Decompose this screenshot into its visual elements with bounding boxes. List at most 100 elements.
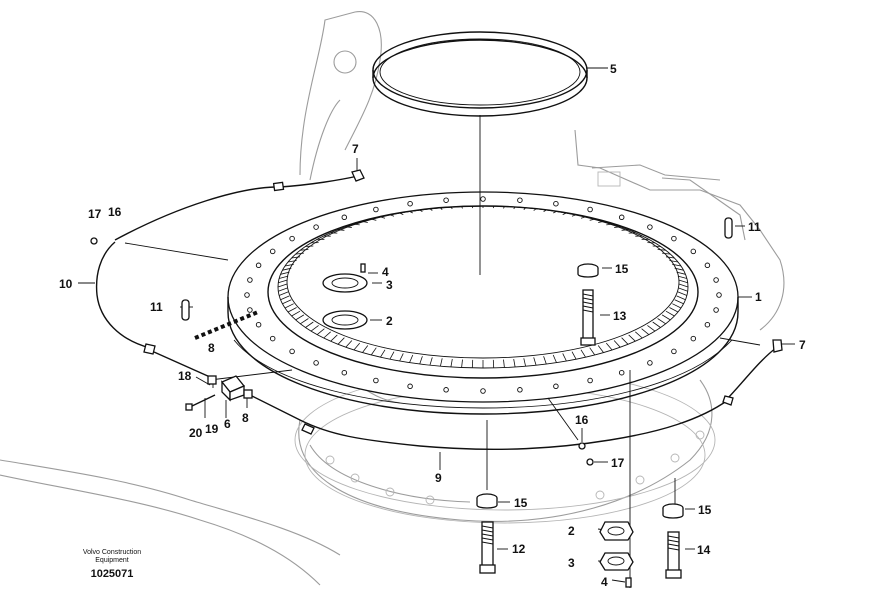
gear-tooth [399, 353, 404, 362]
gear-tooth [287, 307, 297, 313]
gear-tooth [678, 283, 689, 288]
callout-14: 14 [697, 543, 711, 557]
gear-tooth [605, 342, 613, 351]
gear-tooth [661, 314, 671, 321]
gear-tooth [635, 331, 643, 339]
flange-bolt-hole [671, 348, 677, 355]
flange-bolt-hole [587, 377, 593, 384]
gear-tooth [678, 287, 688, 292]
callout-7: 7 [352, 142, 359, 156]
callout-1: 1 [755, 290, 762, 304]
gear-tooth [330, 334, 338, 342]
gear-tooth [674, 299, 684, 305]
gear-tooth [389, 214, 395, 217]
flange-bolt-hole [553, 383, 559, 390]
flange-bolt-hole [647, 224, 653, 230]
callout-2-lower: 2 [568, 524, 575, 538]
flange-bolt-hole [407, 200, 413, 207]
flange-bolt-hole [373, 206, 379, 213]
gear-tooth [672, 263, 682, 267]
gear-tooth [389, 351, 395, 360]
gear-tooth [337, 229, 345, 231]
gear-tooth [345, 226, 352, 228]
gear-tooth [669, 307, 679, 313]
gear-tooth [677, 275, 688, 279]
drawing-number: 1025071 [90, 568, 134, 580]
flange-bolt-hole [671, 235, 677, 242]
gear-tooth [665, 256, 675, 259]
gear-tooth [362, 221, 368, 223]
flange-bolt-hole [247, 277, 253, 283]
gear-tooth [672, 303, 682, 309]
gear-tooth [641, 328, 650, 335]
gear-tooth [305, 321, 314, 328]
gear-tooth [676, 271, 686, 275]
gear-tooth [291, 256, 301, 259]
gear-tooth [399, 212, 404, 215]
seal-ring-part-5 [372, 31, 588, 117]
callout-15-right: 15 [698, 503, 712, 517]
gear-tooth [621, 337, 629, 345]
gear-tooth [287, 260, 297, 263]
gear-tooth [647, 325, 656, 332]
flange-bolt-hole [255, 262, 262, 269]
gear-tooth [300, 318, 309, 325]
flange-bolt-hole [244, 292, 250, 298]
gear-tooth [278, 287, 288, 292]
bolt-stack-right [662, 503, 684, 579]
gear-tooth [589, 218, 595, 221]
gear-tooth [552, 354, 557, 363]
gear-tooth [277, 283, 288, 288]
grease-line-part-9 [247, 347, 777, 451]
gear-tooth [353, 342, 361, 351]
gear-tooth [450, 206, 453, 210]
flange-bolt-hole [716, 292, 722, 298]
hardware-parts [90, 169, 783, 466]
gear-tooth [278, 275, 289, 279]
gear-tooth [284, 263, 294, 267]
gear-tooth [295, 314, 305, 321]
gear-tooth [621, 229, 629, 231]
grease-line-part-10 [95, 175, 359, 378]
gear-tooth [571, 351, 577, 360]
gear-tooth [598, 221, 604, 223]
gear-tooth [657, 249, 666, 251]
flange-bolt-hole [373, 377, 379, 384]
flange-bolt-hole [587, 206, 593, 213]
flange-bolt-hole [618, 369, 625, 376]
flange-bolt-hole [269, 335, 276, 342]
callout-8: 8 [208, 341, 215, 355]
gear-tooth [676, 295, 686, 301]
gear-tooth [419, 209, 423, 213]
company-name-line2: Equipment [95, 557, 129, 564]
callout-20: 20 [189, 426, 203, 440]
gear-tooth [543, 209, 547, 213]
flange-bolt-hole [553, 200, 559, 207]
callout-2: 2 [386, 314, 393, 328]
callout-8-lower: 8 [242, 411, 249, 425]
gear-tooth [513, 206, 516, 210]
flange-bolt-hole [517, 197, 523, 203]
gear-tooth [409, 211, 413, 214]
flange-bolt-hole [289, 348, 295, 355]
flange-bolt-hole [247, 307, 253, 313]
gear-tooth [589, 347, 596, 356]
gear-tooth [345, 340, 353, 348]
gear-tooth [678, 279, 688, 284]
gear-tooth [323, 331, 331, 339]
gear-tooth [533, 357, 537, 366]
callout-7-right: 7 [799, 338, 806, 352]
gear-tooth [371, 218, 377, 221]
gear-tooth [553, 211, 557, 214]
callout-9: 9 [435, 471, 442, 485]
gear-tooth [300, 249, 309, 251]
callout-16: 16 [108, 205, 122, 219]
gear-tooth [380, 349, 386, 358]
callout-4: 4 [382, 265, 389, 279]
drawing-caption: Volvo Construction Equipment 1025071 [62, 549, 162, 580]
callout-12: 12 [512, 542, 526, 556]
gear-tooth [657, 318, 666, 325]
gear-tooth [674, 267, 684, 271]
gear-tooth [503, 359, 505, 368]
gear-tooth [562, 353, 567, 362]
